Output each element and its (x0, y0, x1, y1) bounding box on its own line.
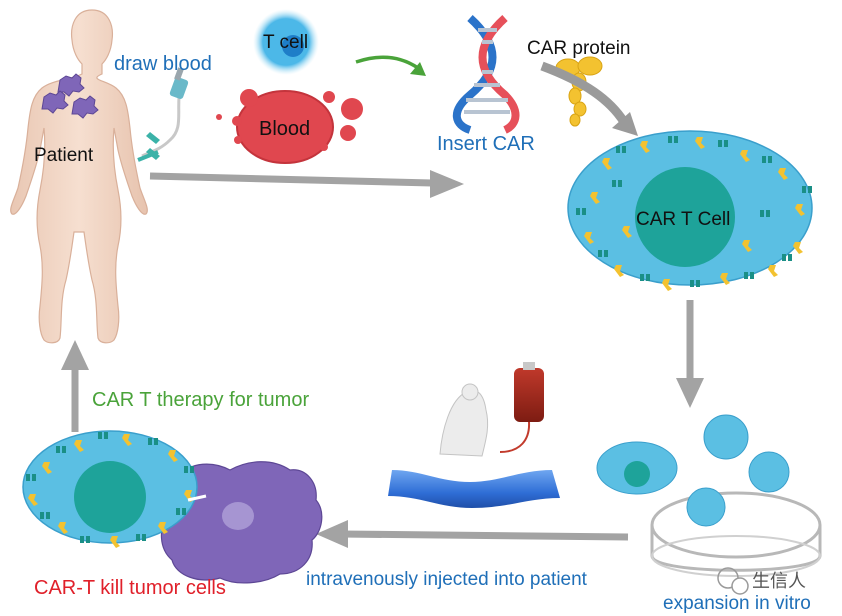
blood-label: Blood (259, 118, 311, 140)
insert-car-label: Insert CAR (437, 133, 535, 155)
patient-label: Patient (34, 145, 94, 166)
injected-label: intravenously injected into patient (306, 569, 587, 590)
watermark-label: 生信人 (752, 571, 806, 591)
car-protein-label: CAR protein (527, 38, 631, 59)
petri-dish-icon (650, 491, 822, 577)
patient-to-car-arrow-icon (149, 170, 464, 198)
wechat-icon (717, 567, 749, 595)
injection-arrow-icon (316, 520, 629, 548)
kill-tumor-label: CAR-T kill tumor cells (34, 577, 226, 599)
dna-helix-icon (452, 15, 520, 134)
iv-infusion-icon (439, 362, 544, 457)
blood-cells-icon (216, 89, 363, 164)
t-cell-icon (253, 9, 319, 75)
patient-figure (10, 9, 148, 344)
insert-arrow-icon (355, 55, 426, 76)
car-t-cell-label: CAR T Cell (636, 209, 731, 230)
tumor-cell-icon (160, 461, 323, 584)
expanded-cells-icon (596, 414, 790, 527)
therapy-label: CAR T therapy for tumor (92, 389, 310, 411)
cell-to-expansion-arrow-icon (676, 300, 704, 408)
therapy-arrow-icon (61, 340, 89, 432)
draw-blood-label: draw blood (114, 53, 212, 75)
protein-to-cell-arrow-icon (540, 61, 638, 136)
expansion-label: expansion in vitro (663, 593, 811, 614)
blood-draw-needle-icon (137, 67, 189, 162)
car-t-cell-large-icon (567, 130, 813, 291)
patient-tumor-icon (41, 73, 99, 119)
car-t-cell-small-icon (22, 430, 207, 548)
t-cell-label: T cell (263, 32, 309, 53)
blue-bed-icon (388, 470, 560, 508)
